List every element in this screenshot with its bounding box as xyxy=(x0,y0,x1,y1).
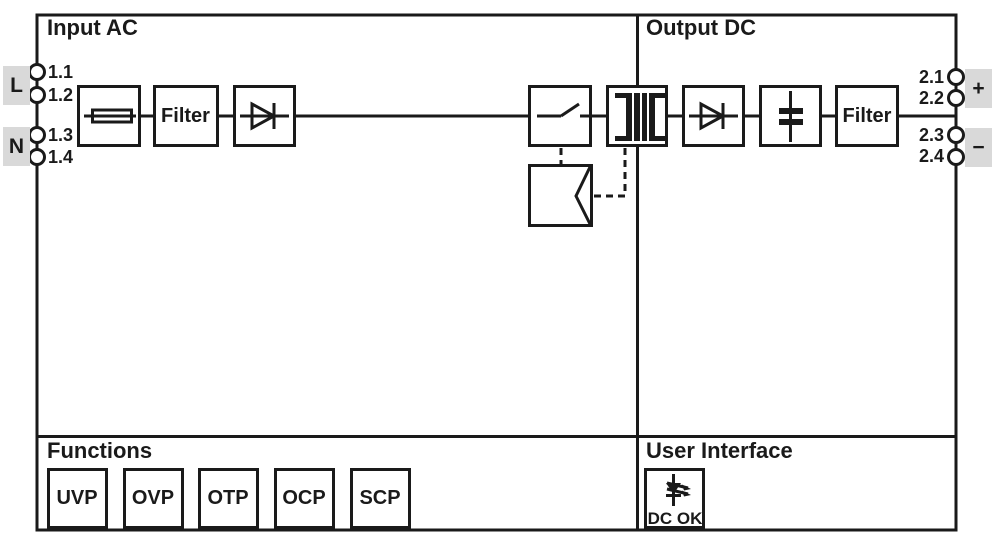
section-title-user-interface: User Interface xyxy=(646,438,793,463)
pin-label-2-2: 2.2 xyxy=(918,88,944,108)
section-title-output-dc: Output DC xyxy=(646,15,756,40)
output-filter-label: Filter xyxy=(842,104,892,127)
fuse-icon xyxy=(84,108,136,124)
terminal-circle-2-2 xyxy=(947,89,965,107)
terminal-chip-plus: + xyxy=(965,69,992,108)
terminal-circle-1-3 xyxy=(28,126,46,144)
terminal-chip-minus: − xyxy=(965,128,992,167)
function-block-ovp xyxy=(123,468,184,529)
terminal-circle-2-1 xyxy=(947,68,965,86)
pin-label-2-3: 2.3 xyxy=(918,125,944,145)
terminal-circle-2-3 xyxy=(947,126,965,144)
capacitor-icon xyxy=(779,91,803,142)
block-input-filter xyxy=(153,85,219,147)
terminal-circle-1-4 xyxy=(28,148,46,166)
section-title-input-ac: Input AC xyxy=(47,15,138,40)
function-block-ocp xyxy=(274,468,335,529)
pin-label-1-1: 1.1 xyxy=(48,62,74,82)
diode-icon xyxy=(240,101,289,131)
function-label-otp: OTP xyxy=(207,486,249,509)
function-block-scp xyxy=(350,468,411,529)
dc-ok-label: DC OK xyxy=(647,509,703,528)
pin-label-1-4: 1.4 xyxy=(48,147,74,167)
terminal-circle-1-2 xyxy=(28,86,46,104)
switch-icon xyxy=(537,102,589,118)
block-controller xyxy=(528,164,593,227)
terminal-circle-1-1 xyxy=(28,63,46,81)
controller-chevron-icon xyxy=(574,166,592,225)
outer-border xyxy=(35,13,958,532)
function-block-otp xyxy=(198,468,259,529)
section-title-functions: Functions xyxy=(47,438,153,463)
function-label-scp: SCP xyxy=(359,486,401,509)
function-label-uvp: UVP xyxy=(56,486,98,509)
function-label-ocp: OCP xyxy=(282,486,326,509)
terminal-chip-L: L xyxy=(3,66,30,105)
input-filter-label: Filter xyxy=(161,104,210,127)
pin-label-2-1: 2.1 xyxy=(918,67,944,87)
pin-label-1-2: 1.2 xyxy=(48,85,74,105)
block-output-filter xyxy=(835,85,899,147)
function-label-ovp: OVP xyxy=(131,486,175,509)
terminal-chip-N: N xyxy=(3,127,30,166)
function-block-uvp xyxy=(47,468,108,529)
terminal-circle-2-4 xyxy=(947,148,965,166)
transformer-icon xyxy=(615,93,666,141)
pin-label-2-4: 2.4 xyxy=(918,146,944,166)
diode-icon xyxy=(689,101,738,131)
pin-label-1-3: 1.3 xyxy=(48,125,74,145)
led-icon xyxy=(666,474,691,506)
